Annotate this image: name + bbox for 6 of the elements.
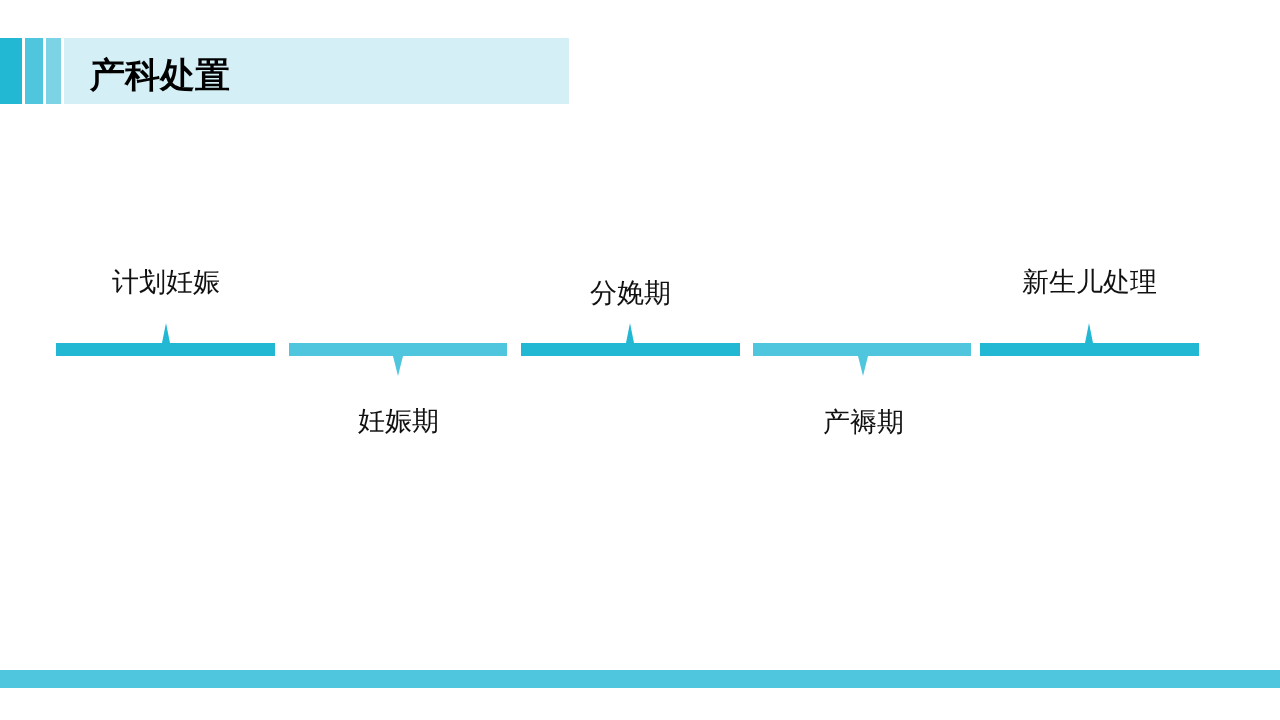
phase-label: 新生儿处理	[1021, 265, 1157, 299]
phase-label: 妊娠期	[357, 404, 439, 438]
phase-label: 分娩期	[589, 276, 671, 310]
slide-title: 产科处置	[90, 54, 230, 97]
phase-label: 产褥期	[822, 405, 904, 439]
phase-label: 计划妊娠	[112, 265, 220, 299]
